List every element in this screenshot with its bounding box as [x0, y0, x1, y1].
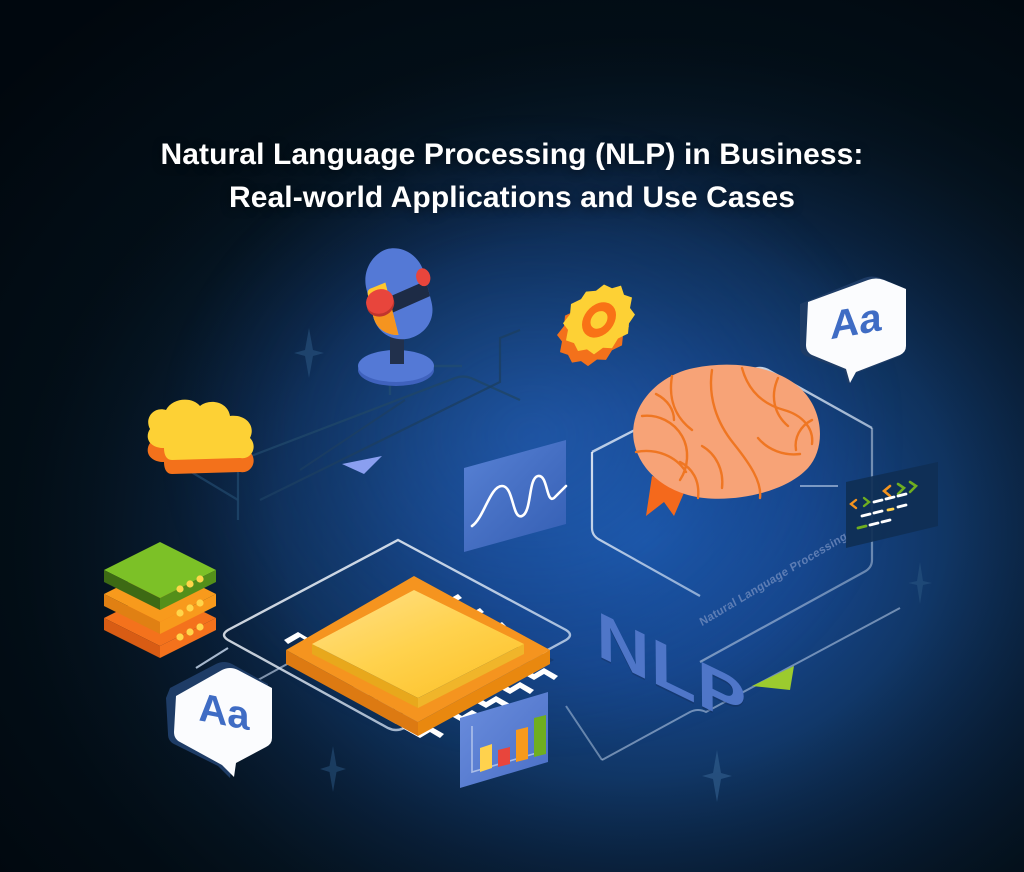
- arrow-marker-green: [752, 666, 794, 690]
- brain-icon: [633, 364, 820, 516]
- sparkle-icon: [294, 328, 324, 378]
- page-title-line-1: Natural Language Processing (NLP) in Bus…: [160, 138, 864, 171]
- sparkle-icon: [320, 746, 346, 792]
- svg-text:Aa: Aa: [198, 684, 250, 740]
- bar-chart-panel: [460, 692, 548, 788]
- sparkle-icon: [702, 750, 732, 802]
- cloud-icon: [147, 399, 254, 474]
- page-title-line-2: Real-world Applications and Use Cases: [228, 180, 796, 214]
- cpu-chip-icon: [284, 576, 558, 738]
- text-bubble-left: Aa: [166, 662, 272, 778]
- svg-text:Aa: Aa: [830, 294, 882, 348]
- microphone-icon: [358, 248, 434, 386]
- sparkle-icon: [908, 562, 932, 604]
- code-panel: [846, 462, 938, 548]
- waveform-panel: [464, 440, 568, 552]
- gear-icon: [557, 284, 635, 367]
- page-title: Natural Language Processing (NLP) in Bus…: [0, 134, 1024, 219]
- text-bubble-right: Aa: [800, 276, 906, 384]
- arrow-marker-blue: [342, 456, 382, 474]
- server-stack-icon: [104, 542, 216, 658]
